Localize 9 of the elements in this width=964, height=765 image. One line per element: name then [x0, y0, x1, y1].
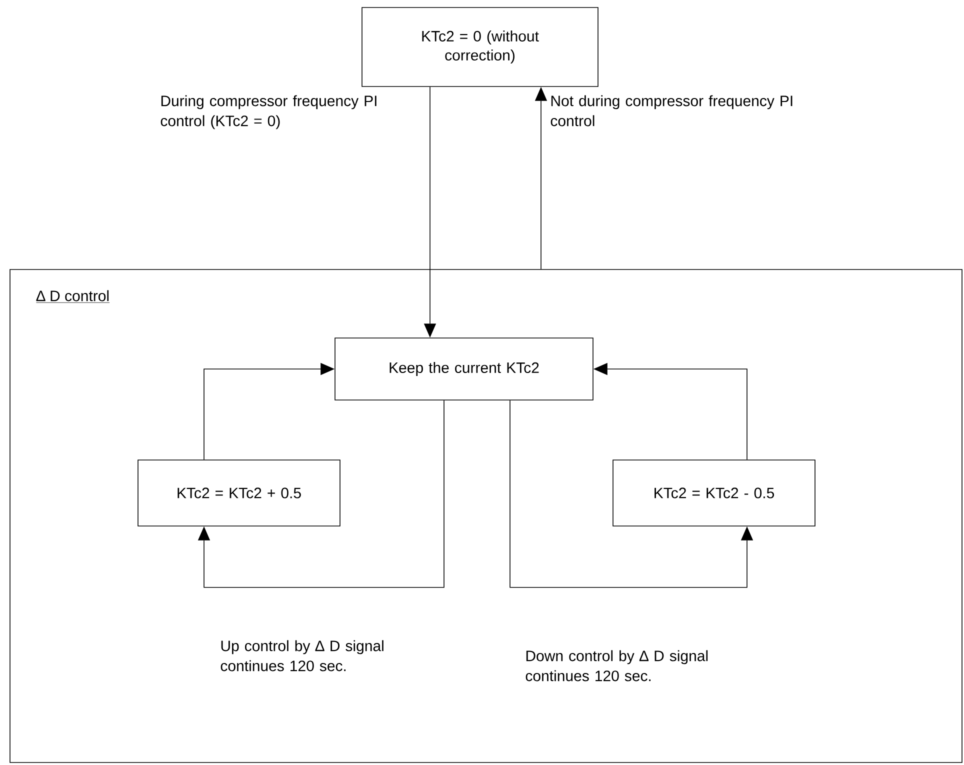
edge-label: Not during compressor frequency PI control [550, 95, 792, 126]
process-box: KTc2 = 0 (without correction) [362, 7, 598, 87]
arrow [198, 400, 444, 588]
edge-label: During compressor frequency PI control (KTc2 = 0) [160, 95, 376, 130]
edge-label: Down control by ∆ D signal continues 120 sec. [526, 650, 708, 682]
process-box: Keep the current KTc2 [334, 338, 594, 400]
process-box: KTc2 = KTc2 - 0.5 [612, 460, 816, 526]
edge-label: Up control by ∆ D signal continues 120 sec. [220, 640, 384, 672]
process-box: KTc2 = KTc2 + 0.5 [138, 460, 340, 526]
